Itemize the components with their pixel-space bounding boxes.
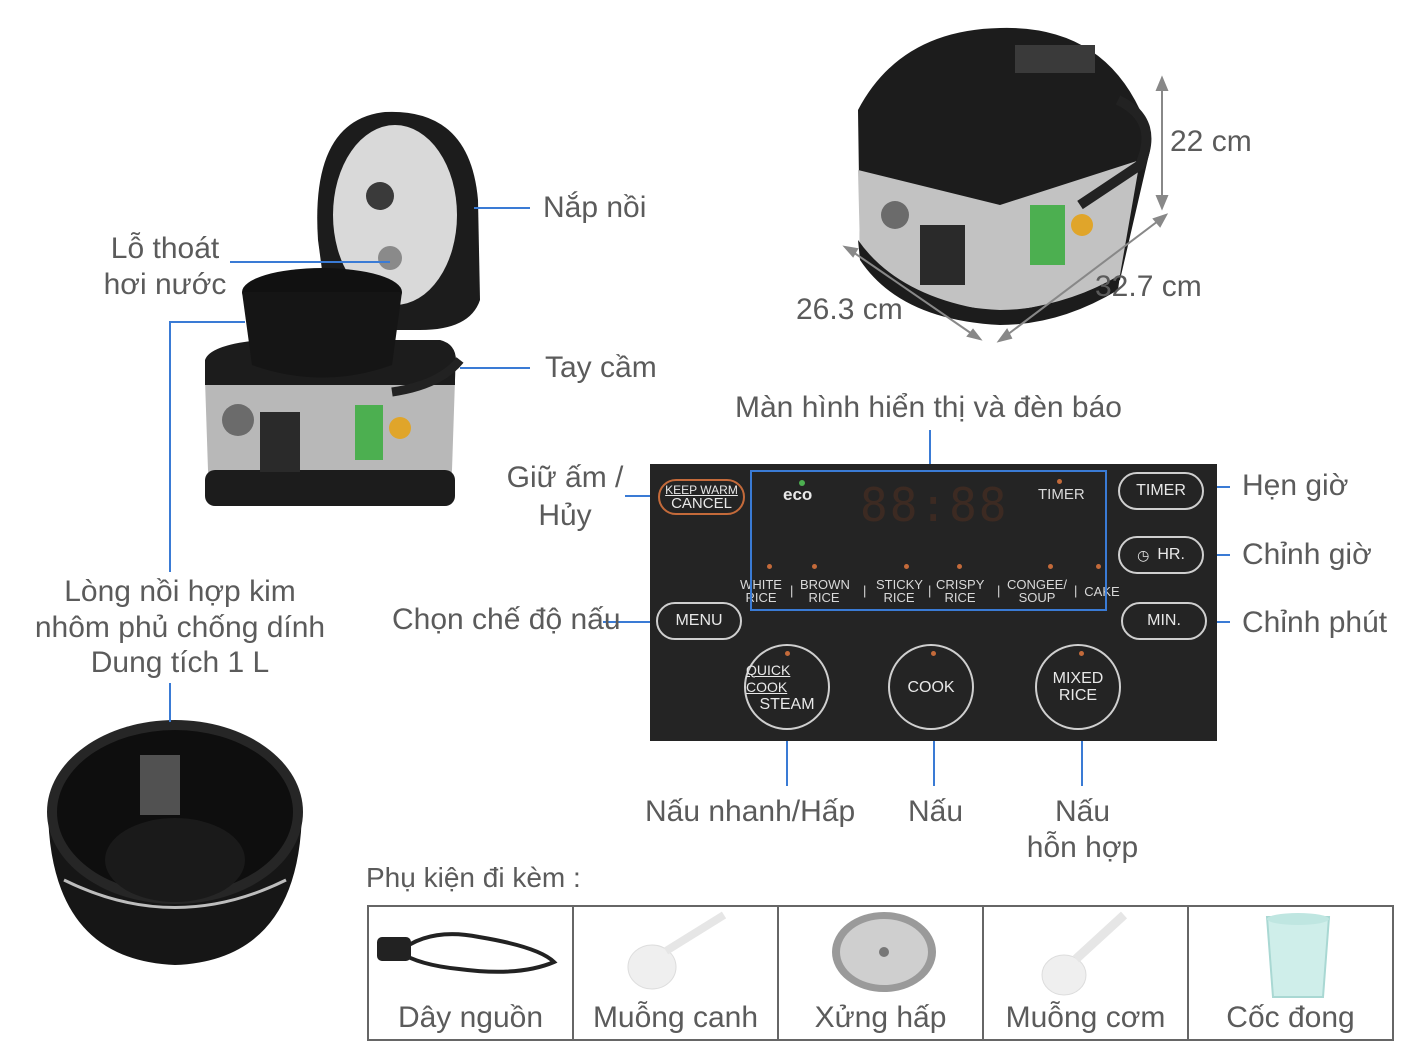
control-panel: KEEP WARM CANCEL eco 88:88 TIMER TIMER ◷… — [650, 464, 1217, 741]
accessory-power-cord: Dây nguồn — [369, 907, 574, 1039]
keep-warm-text: KEEP WARM — [665, 483, 738, 497]
accessory-label: Muỗng cơm — [1005, 1001, 1166, 1034]
width-dimension: 26.3 cm — [796, 293, 903, 326]
closed-rice-cooker-image — [858, 27, 1152, 325]
inner-pot-label-line3: Dung tích 1 L — [90, 646, 270, 679]
timer-led — [1057, 479, 1062, 484]
power-cord-icon — [377, 932, 558, 974]
menu-label: Chọn chế độ nấu — [392, 603, 621, 636]
accessory-rice-paddle: Muỗng cơm — [984, 907, 1189, 1039]
minute-label: Chỉnh phút — [1242, 606, 1388, 639]
handle-label: Tay cầm — [545, 351, 657, 384]
mode-led — [1048, 564, 1053, 569]
mode-led — [904, 564, 909, 569]
timer-button[interactable]: TIMER — [1118, 472, 1204, 510]
accessory-label: Muỗng canh — [592, 1001, 759, 1034]
display-highlight-box — [750, 470, 1107, 611]
accessory-label: Cốc đong — [1226, 1001, 1355, 1034]
mixed-label-line1: Nấu — [1054, 795, 1111, 828]
hour-label: Chỉnh giờ — [1242, 538, 1372, 571]
accessories-table: Dây nguồn Muỗng canh Xửng hấp Muỗng cơm … — [367, 905, 1394, 1041]
keep-warm-label-line1: Giữ ấm / — [506, 461, 624, 494]
mode-led — [767, 564, 772, 569]
height-dimension: 22 cm — [1170, 125, 1252, 158]
steam-vent-label-line2: hơi nước — [103, 268, 227, 301]
mixed-rice-button[interactable]: MIXED RICE — [1035, 644, 1121, 730]
ladle-icon — [627, 911, 727, 990]
quick-cook-steam-button[interactable]: QUICK COOK STEAM — [744, 644, 830, 730]
timer-label: Hẹn giờ — [1242, 469, 1349, 502]
rice-paddle-icon — [1041, 911, 1128, 996]
measuring-cup-icon — [1265, 913, 1331, 998]
open-rice-cooker-image — [205, 111, 480, 506]
cancel-text: CANCEL — [671, 495, 732, 512]
accessory-label: Xửng hấp — [814, 1001, 947, 1034]
mixed-label-line2: hỗn hợp — [1026, 831, 1139, 864]
quick-cook-label: Nấu nhanh/Hấp — [645, 795, 856, 828]
cook-label: Nấu — [908, 795, 964, 828]
steam-vent-label-line1: Lỗ thoát — [110, 232, 220, 265]
hr-button-label: HR. — [1157, 546, 1185, 563]
dimension-arrows — [842, 75, 1169, 343]
inner-pot-image — [47, 720, 303, 965]
eco-led — [799, 480, 805, 486]
digit-display: 88:88 — [860, 478, 1009, 532]
accessory-measuring-cup: Cốc đong — [1189, 907, 1392, 1039]
mode-led — [1096, 564, 1101, 569]
length-dimension: 32.7 cm — [1095, 270, 1202, 303]
min-button[interactable]: MIN. — [1121, 602, 1207, 640]
accessories-title: Phụ kiện đi kèm : — [366, 862, 581, 893]
mode-led — [957, 564, 962, 569]
display-label: Màn hình hiển thị và đèn báo — [735, 391, 1122, 424]
clock-icon: ◷ — [1137, 546, 1150, 563]
cook-button[interactable]: COOK — [888, 644, 974, 730]
inner-pot-label-line2: nhôm phủ chống dính — [34, 611, 326, 644]
steamer-basket-icon — [832, 912, 936, 992]
mode-led — [812, 564, 817, 569]
mode-cake: CAKE — [1084, 584, 1120, 599]
accessory-steamer-basket: Xửng hấp — [779, 907, 984, 1039]
accessory-label: Dây nguồn — [397, 1001, 544, 1034]
mode-congee-soup: CONGEE/SOUP — [1007, 577, 1067, 605]
menu-button[interactable]: MENU — [656, 602, 742, 640]
keep-warm-cancel-button[interactable]: KEEP WARM CANCEL — [658, 479, 745, 515]
hr-button[interactable]: ◷ HR. — [1118, 536, 1204, 574]
eco-indicator: eco — [783, 485, 813, 504]
lid-label: Nắp nồi — [543, 191, 647, 224]
keep-warm-label-line2: Hủy — [538, 499, 592, 532]
inner-pot-label-line1: Lòng nồi hợp kim — [64, 575, 296, 608]
timer-indicator: TIMER — [1038, 486, 1085, 503]
accessory-soup-ladle: Muỗng canh — [574, 907, 779, 1039]
